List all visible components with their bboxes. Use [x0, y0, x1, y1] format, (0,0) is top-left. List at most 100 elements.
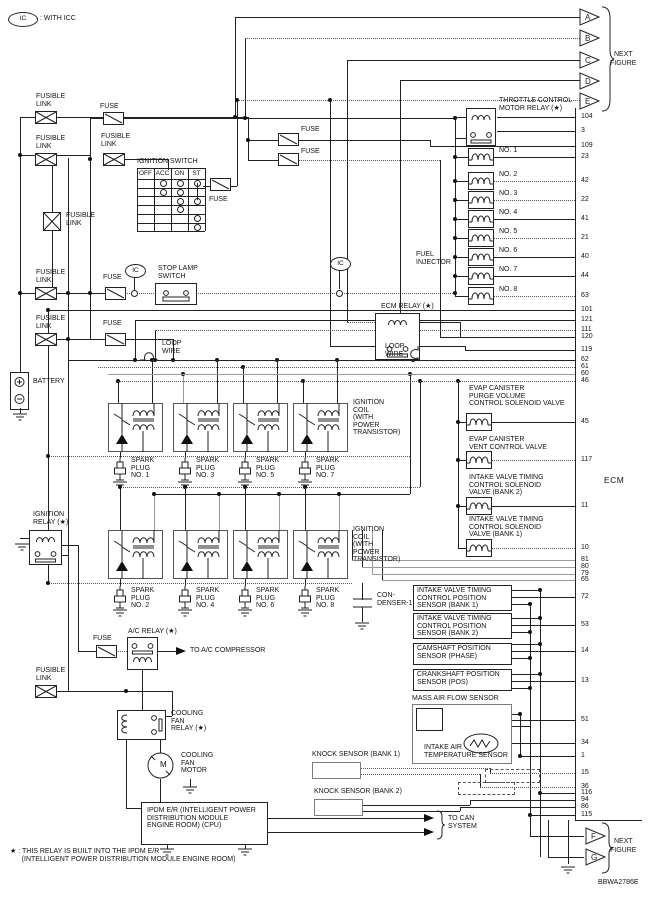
next-figure-arrow-icon: G: [585, 848, 607, 866]
junction-dot: [528, 686, 532, 690]
ecm-pin-number: 23: [581, 153, 589, 160]
wire-h: [455, 238, 468, 239]
labels-ignition_coil-label: IGNITION COIL (WITH POWER TRANSISTOR): [353, 399, 401, 437]
stop-lamp-switch-icon: [155, 283, 197, 305]
ignition-switch-column: ST: [192, 170, 201, 177]
fusible-link-icon: [35, 287, 57, 300]
ecm-pin-number: 120: [581, 333, 593, 340]
ecm-pin-number: 14: [581, 647, 589, 654]
flow-arrow-icon: [424, 814, 434, 822]
sensor-label: CRANKSHAFT POSITION SENSOR (POS): [417, 671, 500, 686]
ecm-pin-number: 21: [581, 234, 589, 241]
wire-h: [158, 651, 176, 652]
junction-dot: [456, 458, 460, 462]
injector-number: NO. 3: [499, 190, 518, 197]
labels-to_ac_compressor-label: TO A/C COMPRESSOR: [190, 647, 266, 654]
solenoid-coil-icon: [468, 148, 494, 166]
spark-plug-icon: [239, 586, 251, 609]
fuse-icon: [210, 178, 231, 191]
relay-icon: [127, 637, 158, 670]
ground-icon: [178, 609, 192, 617]
ecm-pin-number: 94: [581, 796, 589, 803]
injector-number: NO. 7: [499, 266, 518, 273]
switch-contact: [176, 206, 184, 214]
ignition-coil-module-icon: [108, 530, 163, 579]
labels-ignition_relay-label: IGNITION RELAY (★): [33, 511, 69, 526]
ecm-label-label: ECM: [604, 475, 625, 485]
ecm-pin-wire: [470, 800, 575, 801]
wire-v: [347, 60, 348, 322]
knock-sensor-2-box: [314, 799, 363, 816]
labels-fusible_link-label: FUSIBLE LINK: [36, 667, 66, 682]
cooling-fan-motor-icon: [147, 752, 174, 779]
fusible-link-icon: [35, 153, 57, 166]
fusible-link-icon: [35, 685, 57, 698]
sensor-box: [413, 585, 512, 611]
junction-dot: [538, 616, 542, 620]
ipdm-box: [141, 802, 268, 845]
ecm-pin-number: 42: [581, 177, 589, 184]
wire-h: [511, 674, 540, 675]
wire-v: [90, 118, 91, 339]
wire-h: [20, 117, 35, 118]
junction-dot: [337, 492, 341, 496]
wire-v: [190, 779, 191, 787]
wire-h: [511, 604, 530, 605]
wire-h: [455, 257, 468, 258]
solenoid-coil-icon: [466, 539, 492, 557]
ignition-switch-grid: [137, 196, 205, 198]
junction-dot: [243, 485, 247, 489]
ground-icon: [113, 609, 127, 617]
wire-v: [420, 381, 421, 487]
wire-h: [440, 337, 460, 338]
ignition-switch-column: OFF: [139, 170, 152, 177]
junction-dot: [152, 492, 156, 496]
wire-h: [166, 716, 172, 717]
junction-dot: [46, 581, 50, 585]
ecm-pin-number: 60: [581, 370, 589, 377]
junction-dot: [453, 217, 457, 221]
svg-text:E: E: [585, 97, 590, 106]
wire-v: [120, 579, 121, 586]
sensor-box: [413, 643, 512, 665]
wire-v: [245, 38, 246, 118]
wire-v: [52, 155, 53, 212]
wire-h: [57, 155, 90, 156]
switch-contact: [176, 197, 184, 205]
wire-v: [303, 381, 304, 403]
solenoid-coil-icon: [468, 267, 494, 285]
ignition-switch-grid: [137, 231, 205, 233]
ecm-pin-number: 65: [581, 576, 589, 583]
ecm-pin-number: 72: [581, 593, 589, 600]
junction-dot: [277, 492, 281, 496]
labels-knock1-label: KNOCK SENSOR (BANK 1): [312, 751, 400, 758]
brace: [601, 822, 614, 874]
ecm-pin-wire: [511, 681, 575, 682]
junction-dot: [538, 588, 542, 592]
junction-dot: [118, 485, 122, 489]
ignition-switch-column: ON: [174, 170, 185, 177]
ignition-switch-grid: [137, 222, 205, 224]
solenoid-coil-icon: [468, 210, 494, 228]
junction-dot: [66, 337, 70, 341]
wire-h: [245, 38, 582, 39]
labels-knock2-label: KNOCK SENSOR (BANK 2): [314, 788, 402, 795]
ecm-pin-wire: [492, 548, 575, 549]
shield-wrap: [485, 769, 540, 783]
next_figure-word2-label: FIGURE: [610, 60, 637, 67]
fusible-link-icon: [35, 111, 57, 124]
ignition-switch-grid: [137, 187, 205, 189]
labels-cooling_fan_relay-label: COOLING FAN RELAY (★): [171, 710, 207, 733]
wire-h: [248, 160, 278, 161]
ignition-coil-module-icon: [173, 530, 228, 579]
labels-fuse-label: FUSE: [100, 103, 119, 110]
condenser-icon: [353, 598, 372, 608]
sensor-label: INTAKE VALVE TIMING CONTROL POSITION SEN…: [417, 587, 492, 610]
ecm-pin-number: 10: [581, 544, 589, 551]
ecm-pin-wire: [530, 815, 575, 816]
ic-oval: IC: [125, 264, 146, 278]
wire-h: [511, 688, 530, 689]
sensor-label: CAMSHAFT POSITION SENSOR (PHASE): [417, 645, 491, 660]
labels-mass_air_flow-label: MASS AIR FLOW SENSOR: [412, 695, 499, 702]
next-figure-arrow-icon: D: [579, 72, 601, 90]
